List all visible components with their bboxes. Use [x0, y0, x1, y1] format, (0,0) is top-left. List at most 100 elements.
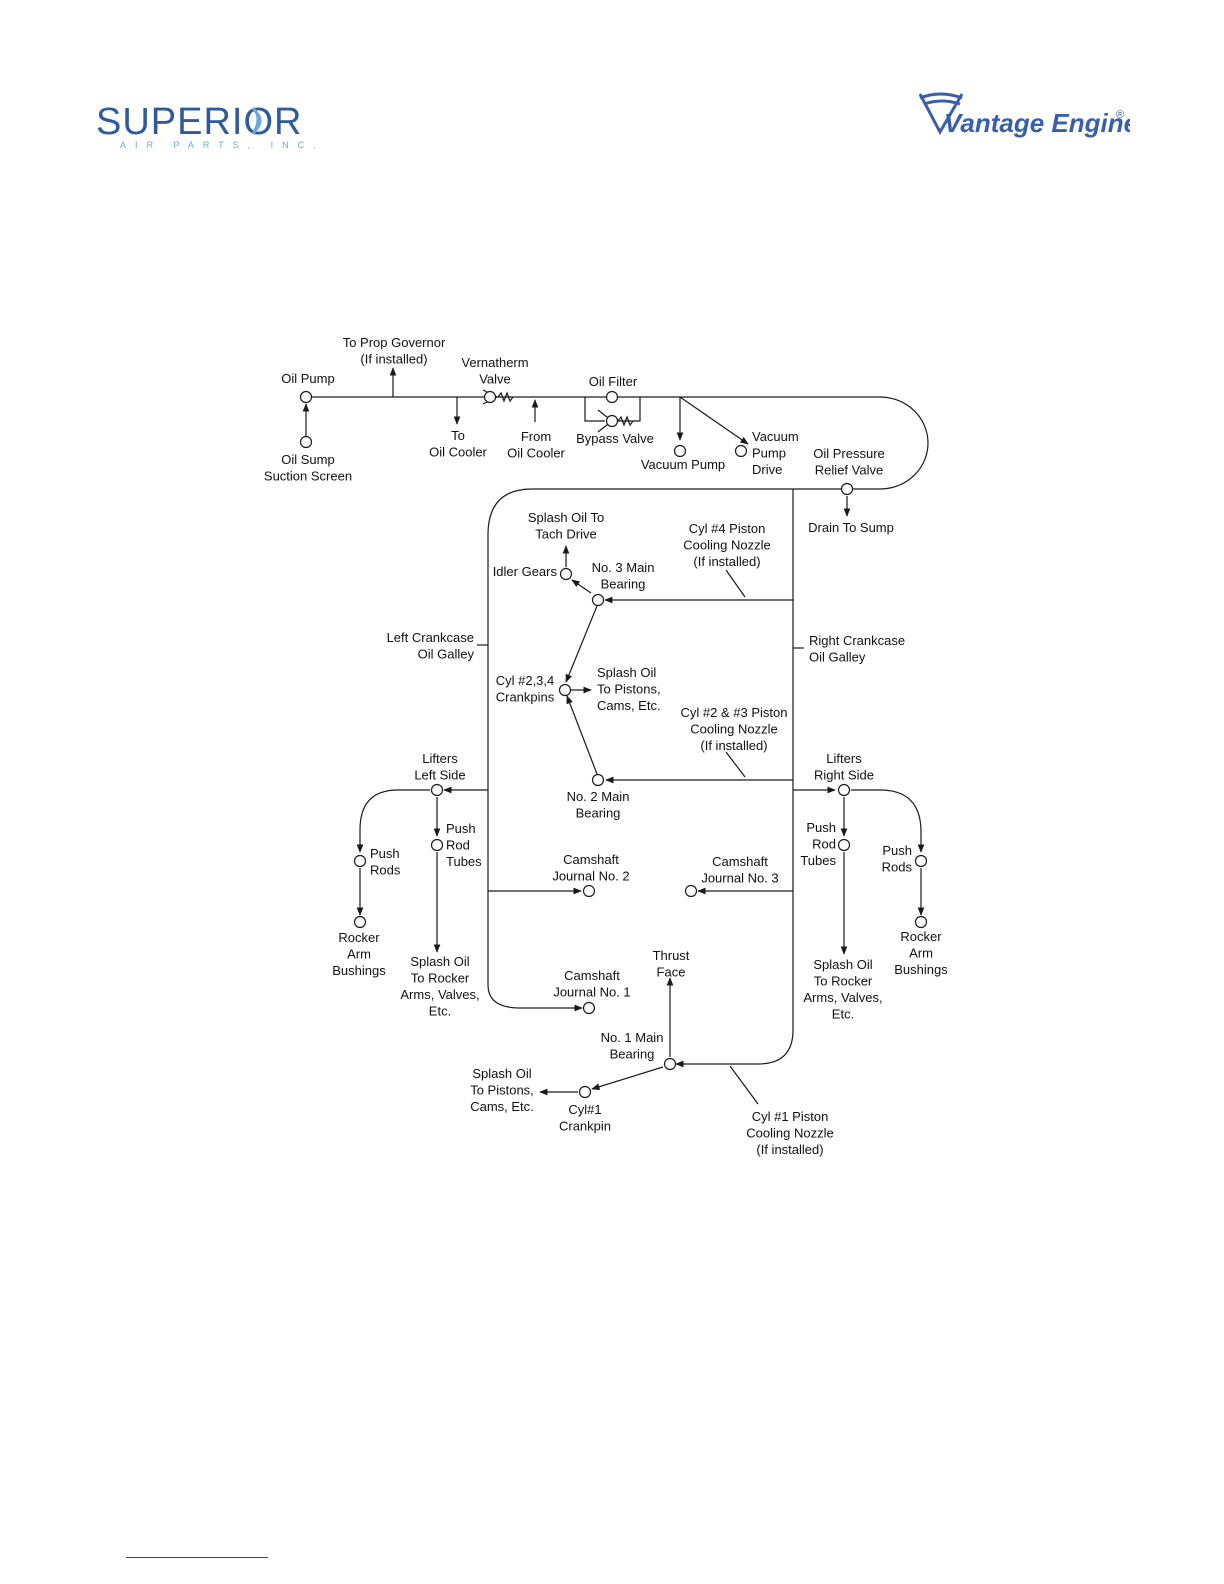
main-bearing-2-node: [591, 773, 605, 787]
main-bearing-1-node: [663, 1057, 677, 1071]
label-line: Bypass Valve: [576, 431, 654, 446]
label-line: Relief Valve: [815, 463, 883, 478]
flow-lines: [302, 367, 929, 1105]
label-vacuum-pump: Vacuum Pump: [641, 457, 725, 472]
label-line: Rocker: [338, 930, 380, 945]
vacuum-pump-node: [673, 444, 687, 458]
label-line: Lifters: [826, 751, 862, 766]
crankpins-node: [558, 683, 572, 697]
vantage-logo-swoosh-icon: [918, 92, 964, 136]
label-line: Cams, Etc.: [470, 1099, 534, 1114]
oil-filter-node: [605, 390, 619, 404]
push-rods-left-node: [353, 854, 367, 868]
label-line: Tach Drive: [535, 527, 596, 542]
label-line: Oil Pump: [281, 371, 334, 386]
label-line: Cyl #1 Piston: [752, 1109, 829, 1124]
label-line: Oil Galley: [809, 650, 866, 665]
label-line: No. 1 Main: [601, 1030, 664, 1045]
push-rods-right-node: [914, 854, 928, 868]
label-line: Bushings: [894, 962, 948, 977]
label-line: Etc.: [429, 1004, 451, 1019]
main-bearing-3-node: [591, 593, 605, 607]
camshaft-journal-3-node: [684, 884, 698, 898]
label-line: To Prop Governor: [343, 335, 446, 350]
label-line: Splash Oil To: [528, 510, 604, 525]
relief-valve-node: [840, 482, 854, 496]
label-line: Right Crankcase: [809, 633, 905, 648]
label-line: Rods: [370, 863, 401, 878]
label-line: Cooling Nozzle: [690, 722, 777, 737]
label-line: Bearing: [610, 1047, 655, 1062]
label-line: Oil Galley: [418, 647, 475, 662]
label-line: Arms, Valves,: [400, 987, 479, 1002]
cyl1-crankpin-node: [578, 1085, 592, 1099]
label-line: Vacuum Pump: [641, 457, 725, 472]
label-line: Tubes: [800, 853, 836, 868]
label-line: Rod: [812, 837, 836, 852]
label-line: Push: [882, 843, 912, 858]
idler-gears-node: [559, 567, 573, 581]
label-line: Etc.: [832, 1007, 854, 1022]
vantage-engine-logo: Vantage Engine ®: [918, 92, 1130, 138]
label-line: Splash Oil: [813, 957, 872, 972]
label-prop-governor: To Prop Governor(If installed): [343, 335, 446, 367]
lifters-left-node: [430, 783, 444, 797]
label-line: Crankpins: [496, 690, 555, 705]
label-line: Push: [806, 820, 836, 835]
label-line: Bearing: [601, 577, 646, 592]
label-line: Journal No. 2: [552, 869, 629, 884]
label-line: (If installed): [700, 738, 767, 753]
label-line: To Rocker: [411, 971, 470, 986]
label-line: Rod: [446, 838, 470, 853]
label-line: Valve: [479, 372, 511, 387]
label-line: Cooling Nozzle: [746, 1126, 833, 1141]
label-line: Crankpin: [559, 1119, 611, 1134]
label-line: Cooling Nozzle: [683, 538, 770, 553]
label-line: Cyl #2,3,4: [496, 673, 555, 688]
label-line: Vernatherm: [461, 355, 528, 370]
label-oil-pump: Oil Pump: [281, 371, 334, 386]
label-line: Oil Cooler: [429, 445, 487, 460]
label-line: Camshaft: [564, 968, 620, 983]
label-line: (If installed): [693, 554, 760, 569]
vantage-logo-registered-mark: ®: [1116, 109, 1124, 121]
label-line: Thrust: [653, 948, 690, 963]
label-tach: Splash Oil To Tach Drive: [528, 510, 604, 542]
superior-logo-tagline: AIR PARTS, INC.: [120, 140, 325, 150]
label-line: Cams, Etc.: [597, 698, 661, 713]
label-line: From: [521, 429, 551, 444]
superior-logo-wordmark: SUPERIOR: [96, 101, 302, 143]
label-line: Journal No. 1: [553, 985, 630, 1000]
diagram-labels: To Prop Governor(If installed) Oil Pump …: [264, 335, 948, 1157]
label-line: Splash Oil: [472, 1066, 531, 1081]
label-line: Face: [657, 965, 686, 980]
label-line: Arm: [909, 946, 933, 961]
oil-sump-node: [299, 435, 313, 449]
label-line: To Rocker: [814, 974, 873, 989]
label-line: Tubes: [446, 854, 482, 869]
label-bypass: Bypass Valve: [576, 431, 654, 446]
label-line: Bushings: [332, 963, 386, 978]
label-line: Cyl#1: [568, 1102, 601, 1117]
label-line: Arm: [347, 947, 371, 962]
